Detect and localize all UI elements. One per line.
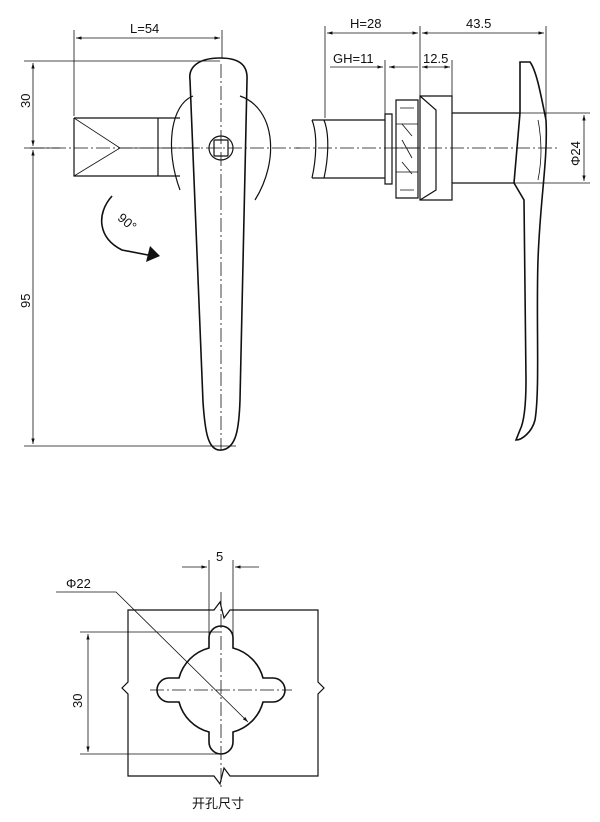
dim-30-top: 30 bbox=[18, 94, 33, 108]
dim-GH: GH=11 bbox=[333, 51, 374, 66]
dim-5: 5 bbox=[216, 549, 223, 564]
cutout-profile bbox=[156, 625, 286, 755]
rotation-arrow bbox=[100, 195, 149, 256]
dim-phi22: Φ22 bbox=[66, 576, 91, 591]
dim-12-5: 12.5 bbox=[423, 51, 448, 66]
dim-H: H=28 bbox=[350, 16, 381, 31]
handle-outline bbox=[189, 57, 248, 451]
side-handle bbox=[513, 61, 548, 441]
cutout-view: 5 Φ22 30 开孔尺寸 bbox=[56, 549, 325, 812]
front-view: 90° L=54 30 95 bbox=[18, 21, 300, 451]
dim-L: L=54 bbox=[130, 21, 159, 36]
dim-phi24: Φ24 bbox=[568, 141, 583, 166]
dim-43-5: 43.5 bbox=[466, 16, 491, 31]
side-view: H=28 43.5 GH=11 12.5 Φ24 bbox=[296, 16, 590, 441]
dim-30-cutout: 30 bbox=[70, 694, 85, 708]
rotation-label: 90° bbox=[115, 210, 140, 234]
cutout-caption: 开孔尺寸 bbox=[192, 797, 244, 812]
dim-95: 95 bbox=[18, 294, 33, 308]
